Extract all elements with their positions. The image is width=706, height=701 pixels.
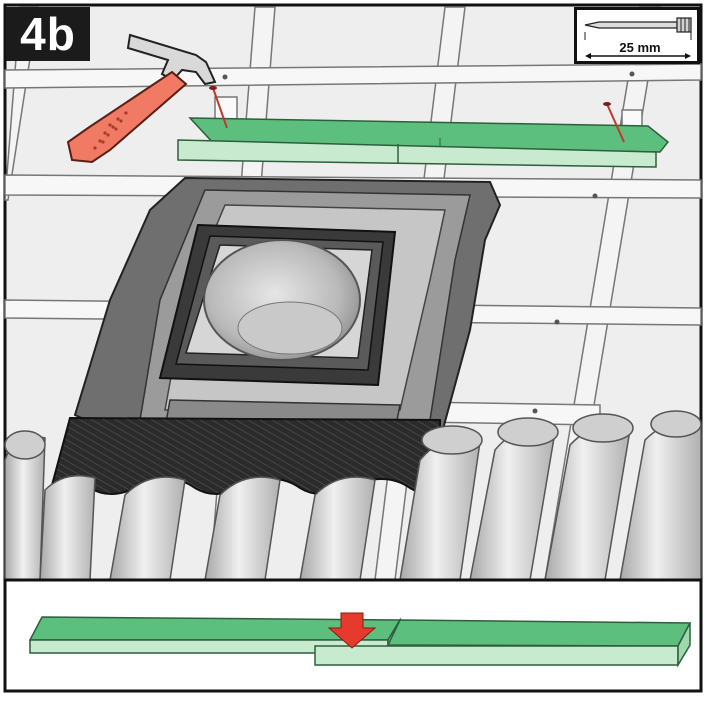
- hammer-icon: [66, 33, 217, 164]
- nail-marks: [212, 87, 625, 143]
- roof-tiles: [4, 421, 702, 581]
- bottom-panel: [3, 578, 703, 693]
- batten-holes: [222, 71, 635, 414]
- nail-heads: [209, 86, 611, 106]
- top-panel: [3, 3, 703, 582]
- nail-icon: [584, 17, 692, 40]
- nail-length-inset: 25 mm: [574, 7, 700, 64]
- skylight-frame: [158, 223, 397, 387]
- tile-caps: [4, 410, 702, 460]
- dimension-arrow: [585, 53, 691, 59]
- batten-left: [28, 616, 402, 656]
- joint-arrow: [327, 612, 377, 649]
- batten-right: [314, 619, 692, 668]
- nail-length-label: 25 mm: [619, 40, 661, 55]
- green-batten: [177, 117, 670, 168]
- step-label: 4b: [6, 7, 90, 61]
